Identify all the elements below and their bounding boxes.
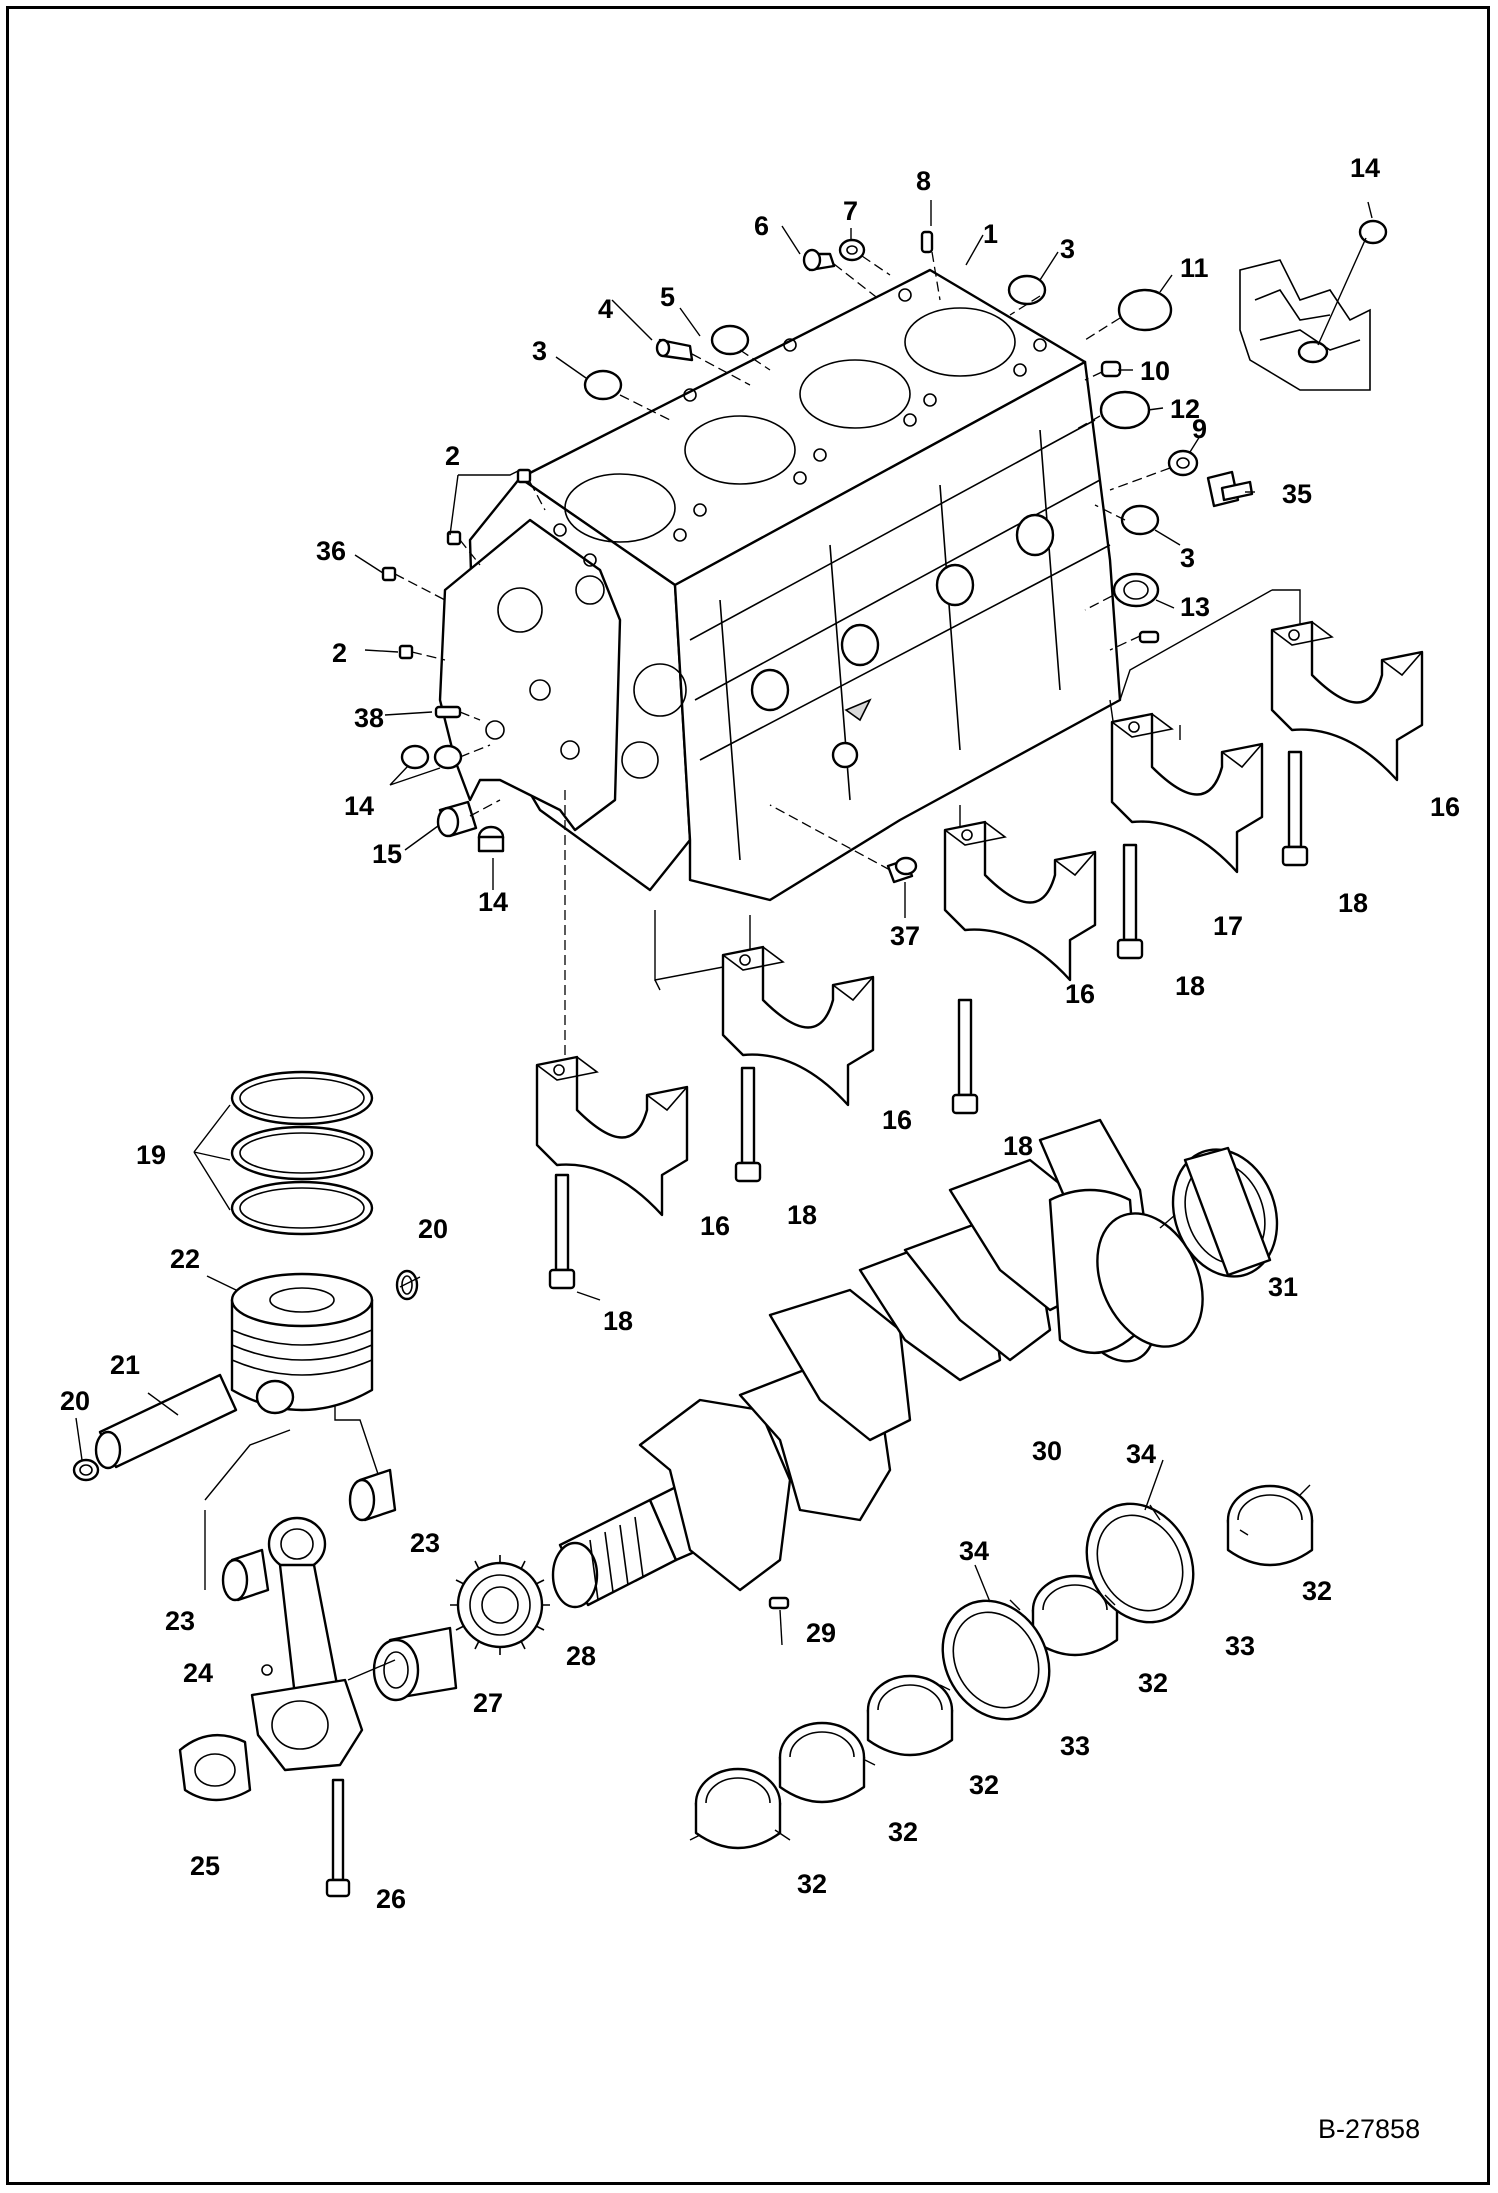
callout-6: 6 — [754, 211, 769, 241]
callout-33: 33 — [1060, 1731, 1090, 1761]
callout-29: 29 — [806, 1618, 836, 1648]
callout-16: 16 — [1065, 979, 1095, 1009]
callout-13: 13 — [1180, 592, 1210, 622]
callout-2: 2 — [332, 638, 347, 668]
callout-27: 27 — [473, 1688, 503, 1718]
callout-30: 30 — [1032, 1436, 1062, 1466]
callout-18: 18 — [787, 1200, 817, 1230]
callout-32: 32 — [1302, 1576, 1332, 1606]
callout-18: 18 — [1338, 888, 1368, 918]
callout-11: 11 — [1180, 253, 1209, 283]
callout-32: 32 — [969, 1770, 999, 1800]
alignment-lines — [394, 251, 1301, 1110]
callout-14: 14 — [344, 791, 374, 821]
callout-34: 34 — [959, 1536, 989, 1566]
callout-3: 3 — [1060, 234, 1075, 264]
block-fittings — [381, 230, 1254, 884]
callout-4: 4 — [598, 294, 613, 324]
connecting-rod — [178, 1468, 397, 1898]
callout-18: 18 — [1175, 971, 1205, 1001]
callout-25: 25 — [190, 1851, 220, 1881]
crankshaft — [551, 1118, 1279, 1610]
main-bearing-caps — [535, 620, 1424, 1290]
callout-34: 34 — [1126, 1439, 1156, 1469]
inset-detail — [1239, 219, 1388, 391]
callout-32: 32 — [1138, 1668, 1168, 1698]
callout-3: 3 — [1180, 543, 1195, 573]
callout-32: 32 — [888, 1817, 918, 1847]
callout-20: 20 — [418, 1214, 448, 1244]
callout-8: 8 — [916, 166, 931, 196]
callout-23: 23 — [165, 1606, 195, 1636]
callout-23: 23 — [410, 1528, 440, 1558]
callout-14: 14 — [1350, 153, 1380, 183]
callout-2: 2 — [445, 441, 460, 471]
callout-7: 7 — [843, 196, 858, 226]
callout-12: 12 — [1170, 394, 1200, 424]
crank-gears — [347, 1555, 550, 1702]
callout-16: 16 — [882, 1105, 912, 1135]
callout-31: 31 — [1268, 1272, 1298, 1302]
callout-32: 32 — [797, 1869, 827, 1899]
drawing-id: B-27858 — [1318, 2114, 1420, 2144]
callout-28: 28 — [566, 1641, 596, 1671]
callout-21: 21 — [110, 1350, 140, 1380]
callout-15: 15 — [372, 839, 402, 869]
cylinder-block — [438, 268, 1122, 902]
callout-14: 14 — [478, 887, 508, 917]
callout-17: 17 — [1213, 911, 1243, 941]
callout-37: 37 — [890, 921, 920, 951]
callout-22: 22 — [170, 1244, 200, 1274]
callout-19: 19 — [136, 1140, 166, 1170]
callout-24: 24 — [183, 1658, 213, 1688]
callout-3: 3 — [532, 336, 547, 366]
callout-38: 38 — [354, 703, 384, 733]
callout-18: 18 — [603, 1306, 633, 1336]
label-leaders — [354, 200, 1373, 1646]
callout-5: 5 — [660, 282, 675, 312]
callout-labels: 1 2 2 3 3 3 4 5 6 7 8 9 10 11 12 13 14 1… — [60, 153, 1460, 1914]
callout-16: 16 — [1430, 792, 1460, 822]
callout-16: 16 — [700, 1211, 730, 1241]
main-bearings — [689, 1484, 1314, 1850]
callout-35: 35 — [1282, 479, 1312, 509]
callout-1: 1 — [983, 219, 998, 249]
callout-36: 36 — [316, 536, 346, 566]
callout-10: 10 — [1140, 356, 1170, 386]
callout-33: 33 — [1225, 1631, 1255, 1661]
callout-18: 18 — [1003, 1131, 1033, 1161]
callout-9: 9 — [1192, 414, 1207, 444]
callout-26: 26 — [376, 1884, 406, 1914]
piston-assembly — [72, 1070, 421, 1590]
callout-20: 20 — [60, 1386, 90, 1416]
